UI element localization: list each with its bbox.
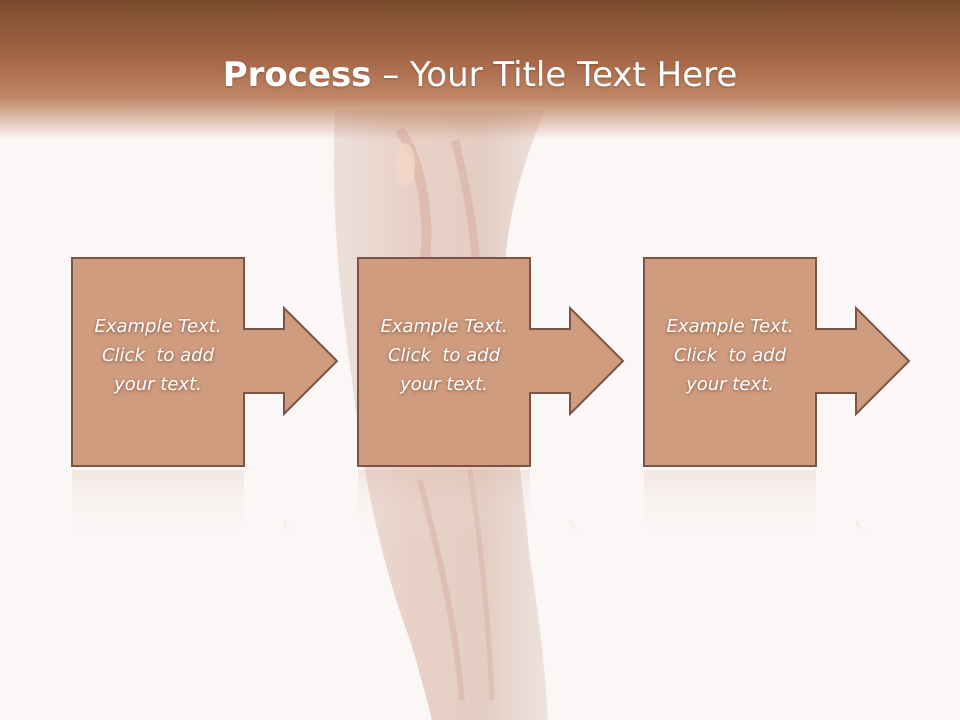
step-text[interactable]: Example Text. Click to add your text.	[72, 312, 244, 399]
step-reflection	[644, 470, 872, 540]
title-band	[0, 0, 960, 140]
step-text-line: Example Text.	[94, 316, 222, 337]
step-text-line: Example Text.	[666, 316, 794, 337]
step-text-line: Click to add	[101, 345, 214, 366]
step-text-line: your text.	[400, 374, 488, 395]
step-reflection	[72, 470, 300, 540]
title-rest: – Your Title Text Here	[371, 55, 738, 95]
step-text[interactable]: Example Text. Click to add your text.	[644, 312, 816, 399]
arrow-box-shape	[71, 257, 339, 467]
step-text-line: your text.	[686, 374, 774, 395]
step-text-line: Example Text.	[380, 316, 508, 337]
step-reflection	[358, 470, 586, 540]
title-bold: Process	[222, 55, 372, 95]
step-text[interactable]: Example Text. Click to add your text.	[358, 312, 530, 399]
step-text-line: Click to add	[673, 345, 786, 366]
process-step-3[interactable]: Example Text. Click to add your text.	[642, 256, 912, 468]
arrow-box-shape	[357, 257, 625, 467]
arrow-box-shape	[643, 257, 911, 467]
process-step-1[interactable]: Example Text. Click to add your text.	[70, 256, 340, 468]
step-text-line: your text.	[114, 374, 202, 395]
slide-title[interactable]: Process – Your Title Text Here	[0, 52, 960, 98]
step-text-line: Click to add	[387, 345, 500, 366]
process-step-2[interactable]: Example Text. Click to add your text.	[356, 256, 626, 468]
